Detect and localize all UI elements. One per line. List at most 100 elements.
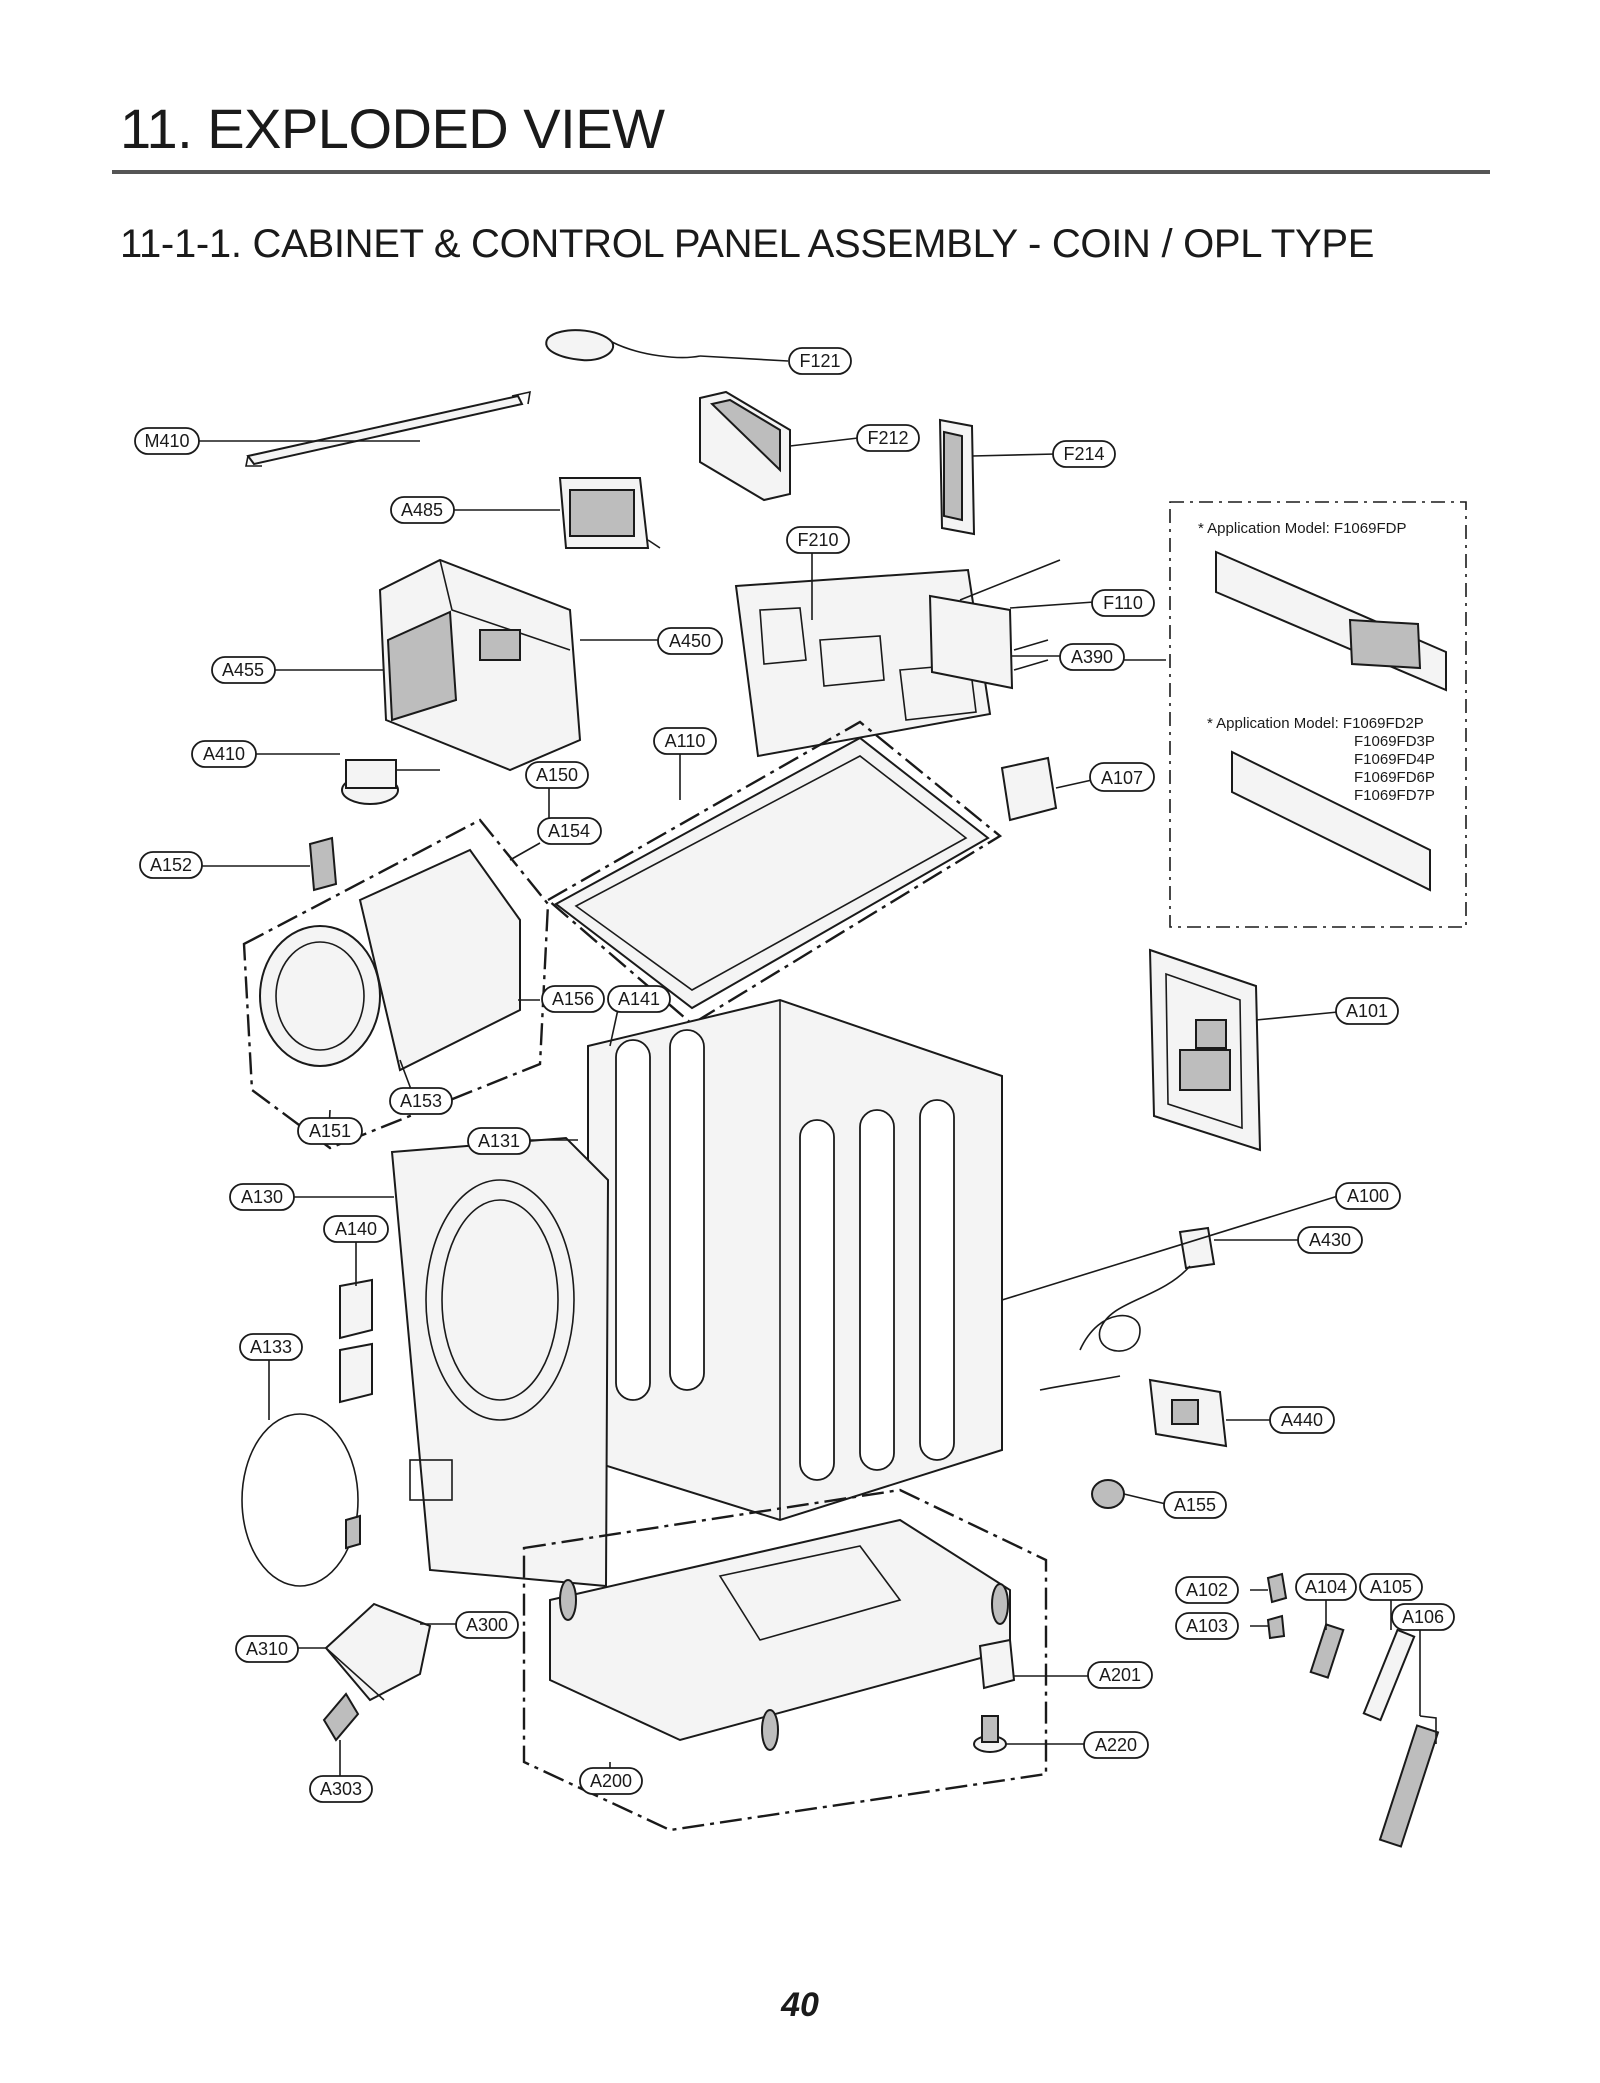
callout-label: A220 bbox=[1095, 1735, 1137, 1755]
callout-label: A130 bbox=[241, 1187, 283, 1207]
callout-label: A105 bbox=[1370, 1577, 1412, 1597]
callout-label: A303 bbox=[320, 1779, 362, 1799]
callout-bubble: A390 bbox=[1059, 643, 1125, 671]
callout-label: A104 bbox=[1305, 1577, 1347, 1597]
callout-label: F210 bbox=[797, 530, 838, 550]
application-model-item: F1069FD3P bbox=[1354, 733, 1435, 750]
callout-bubble: A110 bbox=[653, 727, 717, 755]
callout-bubble: F214 bbox=[1052, 440, 1116, 468]
title-divider bbox=[112, 170, 1490, 174]
callout-label: A390 bbox=[1071, 647, 1113, 667]
callout-bubble: A153 bbox=[389, 1087, 453, 1115]
callout-bubble: A103 bbox=[1175, 1612, 1239, 1640]
power-cord-part bbox=[1039, 1226, 1216, 1391]
callout-bubble: A485 bbox=[390, 496, 455, 524]
callout-label: A300 bbox=[466, 1615, 508, 1635]
small-bracket-part bbox=[1000, 756, 1058, 822]
callout-label: A156 bbox=[552, 989, 594, 1009]
callout-bubble: A102 bbox=[1175, 1576, 1239, 1604]
callout-label: A131 bbox=[478, 1131, 520, 1151]
callout-bubble: A155 bbox=[1163, 1491, 1227, 1519]
callout-label: A103 bbox=[1186, 1616, 1228, 1636]
control-pcb-part bbox=[928, 559, 1061, 690]
callout-bubble: F121 bbox=[788, 347, 852, 375]
callout-label: A440 bbox=[1281, 1410, 1323, 1430]
dispenser-drawer-part bbox=[699, 390, 791, 502]
filter-cover-part bbox=[324, 1602, 432, 1702]
callout-bubble: A141 bbox=[607, 985, 671, 1013]
callout-label: F121 bbox=[799, 351, 840, 371]
door-hinge-part bbox=[308, 836, 338, 892]
leader-lines bbox=[198, 355, 1421, 1790]
callout-bubble: A300 bbox=[455, 1611, 519, 1639]
callout-bubble: A200 bbox=[579, 1767, 643, 1795]
callout-label: A106 bbox=[1402, 1607, 1444, 1627]
callout-bubble: A201 bbox=[1087, 1661, 1153, 1689]
callout-bubble: A455 bbox=[211, 656, 276, 684]
section-title: 11-1-1. CABINET & CONTROL PANEL ASSEMBLY… bbox=[120, 222, 1375, 266]
application-model-item: F1069FD6P bbox=[1354, 769, 1435, 786]
callout-label: A410 bbox=[203, 744, 245, 764]
front-hinge-part bbox=[339, 1278, 373, 1404]
callout-label: A154 bbox=[548, 821, 590, 841]
callout-bubble: A430 bbox=[1297, 1226, 1363, 1254]
callout-bubble: A104 bbox=[1295, 1573, 1357, 1601]
callout-label: A133 bbox=[250, 1337, 292, 1357]
top-plate-part bbox=[545, 720, 1003, 1026]
callout-label: A450 bbox=[669, 631, 711, 651]
application-note-box: * Application Model: F1069FDP * Applicat… bbox=[1100, 501, 1467, 928]
callout-bubble: A440 bbox=[1269, 1406, 1335, 1434]
callout-bubble: A220 bbox=[1083, 1731, 1149, 1759]
callout-bubble: A107 bbox=[1089, 762, 1155, 792]
callout-bubble: A130 bbox=[229, 1183, 295, 1211]
callout-bubble: A303 bbox=[309, 1775, 373, 1803]
callout-label: A110 bbox=[665, 731, 706, 751]
callout-bubble: F212 bbox=[856, 424, 920, 452]
front-panel-part bbox=[390, 1136, 610, 1588]
callout-labels: F121 M410 F212 F214 A485 F210 F110 A455 … bbox=[134, 347, 1455, 1803]
callout-label: A151 bbox=[309, 1121, 351, 1141]
pressure-switch-part bbox=[341, 759, 440, 805]
callout-bubble: A151 bbox=[297, 1117, 363, 1145]
callout-bubble: A140 bbox=[323, 1215, 389, 1243]
clip-part bbox=[1266, 1572, 1288, 1640]
callout-bubble: A100 bbox=[1335, 1182, 1401, 1210]
callout-bubble: A131 bbox=[467, 1127, 531, 1155]
callout-bubble: F210 bbox=[786, 526, 850, 554]
application-model-item: F1069FD7P bbox=[1354, 787, 1435, 804]
callout-label: A455 bbox=[222, 660, 264, 680]
callout-bubble: A410 bbox=[191, 740, 257, 768]
display-pcb-part bbox=[558, 477, 661, 549]
callout-label: A152 bbox=[150, 855, 192, 875]
callout-bubble: A106 bbox=[1391, 1603, 1455, 1631]
application-model-item: F1069FD4P bbox=[1354, 751, 1435, 768]
callout-bubble: F110 bbox=[1091, 589, 1155, 617]
callout-label: A107 bbox=[1101, 768, 1143, 788]
top-bracket-part bbox=[245, 390, 531, 467]
gasket-clamp-part bbox=[241, 1413, 361, 1587]
callout-label: A102 bbox=[1186, 1580, 1228, 1600]
noise-filter-part bbox=[1148, 1378, 1228, 1448]
callout-label: A100 bbox=[1347, 1186, 1389, 1206]
application-note-1: * Application Model: F1069FDP bbox=[1198, 520, 1406, 537]
callout-bubble: M410 bbox=[134, 427, 200, 455]
callout-label: F214 bbox=[1063, 444, 1104, 464]
callout-label: A140 bbox=[335, 1219, 377, 1239]
callout-label: A200 bbox=[590, 1771, 632, 1791]
callout-label: A153 bbox=[400, 1091, 442, 1111]
main-pcb-housing-part bbox=[378, 558, 582, 772]
callout-label: A430 bbox=[1309, 1230, 1351, 1250]
callout-bubble: A310 bbox=[235, 1635, 299, 1663]
callout-label: A150 bbox=[536, 765, 578, 785]
callout-label: A201 bbox=[1099, 1665, 1141, 1685]
callout-label: M410 bbox=[144, 431, 189, 451]
callout-bubble: A154 bbox=[537, 817, 602, 845]
callout-bubble: A105 bbox=[1359, 1573, 1423, 1601]
callout-label: A310 bbox=[246, 1639, 288, 1659]
leveling-bracket-part bbox=[978, 1638, 1016, 1690]
callout-label: A485 bbox=[401, 500, 443, 520]
callout-bubble: A156 bbox=[541, 985, 605, 1013]
callout-bubble: A133 bbox=[239, 1333, 303, 1361]
cabinet-part bbox=[587, 998, 1003, 1522]
